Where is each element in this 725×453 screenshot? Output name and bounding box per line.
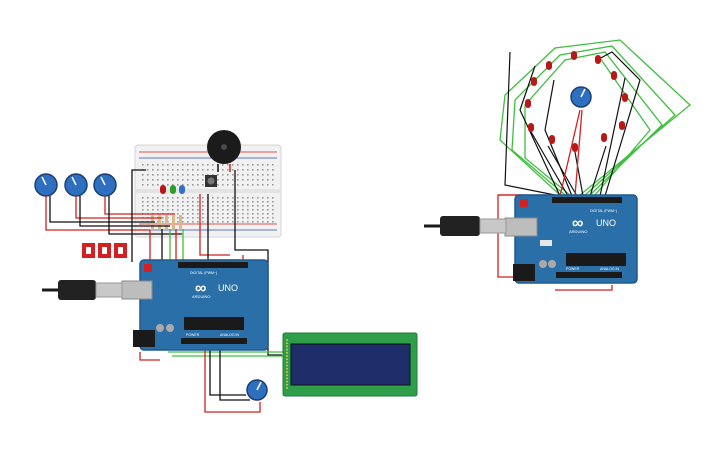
pushbutton[interactable] bbox=[205, 175, 217, 187]
left-arduino-board[interactable]: ∞ UNO ARDUINO DIGITAL (PWM~) ANALOG IN P… bbox=[121, 259, 269, 351]
led-icon[interactable] bbox=[611, 71, 617, 80]
potentiometer-icon[interactable] bbox=[34, 173, 58, 197]
left-arduino-power-label: POWER bbox=[186, 333, 200, 337]
potentiometer-icon[interactable] bbox=[570, 86, 592, 108]
led-icon[interactable] bbox=[601, 133, 607, 142]
led-icon[interactable] bbox=[179, 185, 185, 194]
left-arduino-model: UNO bbox=[218, 283, 238, 293]
left-arduino-logo: ∞ bbox=[195, 280, 206, 297]
right-arduino-model: UNO bbox=[596, 218, 616, 228]
right-arduino-analog-label: ANALOG IN bbox=[600, 267, 620, 271]
right-arduino-logo: ∞ bbox=[572, 215, 583, 232]
led-icon[interactable] bbox=[525, 99, 531, 108]
potentiometer-icon[interactable] bbox=[64, 173, 88, 197]
led-icon[interactable] bbox=[546, 61, 552, 70]
right-arduino-digital-label: DIGITAL (PWM~) bbox=[590, 209, 617, 213]
left-circuit: ∞ UNO ARDUINO DIGITAL (PWM~) ANALOG IN P… bbox=[34, 130, 418, 413]
led-icon[interactable] bbox=[170, 185, 176, 194]
led-icon[interactable] bbox=[572, 143, 578, 152]
led-icon[interactable] bbox=[595, 55, 601, 64]
right-arduino-brand: ARDUINO bbox=[569, 229, 587, 234]
left-arduino-brand: ARDUINO bbox=[192, 294, 210, 299]
led-icon[interactable] bbox=[531, 77, 537, 86]
lcd-display[interactable] bbox=[282, 332, 418, 397]
usb-cable-icon[interactable] bbox=[42, 280, 123, 300]
led-icon[interactable] bbox=[622, 93, 628, 102]
right-green-wires bbox=[499, 39, 691, 196]
lcd-pins bbox=[286, 339, 288, 389]
right-arduino-power-label: POWER bbox=[566, 267, 580, 271]
breadboard-leds bbox=[160, 185, 185, 194]
usb-cable-icon[interactable] bbox=[424, 216, 507, 236]
right-arduino-board[interactable]: ∞ UNO ARDUINO DIGITAL (PWM~) ANALOG IN P… bbox=[504, 194, 638, 284]
led-icon[interactable] bbox=[619, 121, 625, 130]
led-ring bbox=[525, 51, 628, 152]
led-icon[interactable] bbox=[160, 185, 166, 194]
right-circuit: ∞ UNO ARDUINO DIGITAL (PWM~) ANALOG IN P… bbox=[424, 39, 691, 291]
piezo-buzzer-icon[interactable] bbox=[207, 130, 241, 172]
left-arduino-analog-label: ANALOG IN bbox=[220, 333, 240, 337]
led-icon[interactable] bbox=[549, 135, 555, 144]
seven-segment-displays[interactable] bbox=[82, 243, 127, 258]
led-icon[interactable] bbox=[528, 123, 534, 132]
right-black-wires bbox=[504, 51, 641, 199]
potentiometer-icon[interactable] bbox=[93, 173, 117, 197]
left-arduino-digital-label: DIGITAL (PWM~) bbox=[190, 271, 217, 275]
led-icon[interactable] bbox=[571, 51, 577, 60]
potentiometer-icon[interactable] bbox=[246, 379, 268, 401]
